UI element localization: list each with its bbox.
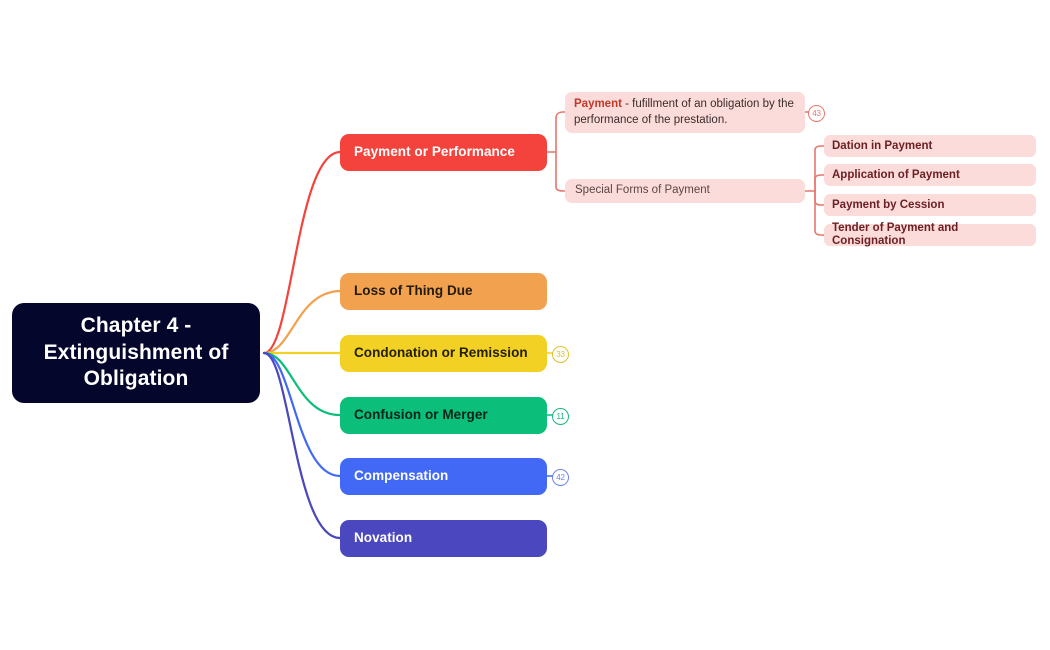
branch-node-label: Compensation <box>354 468 449 484</box>
branch-node-payment-or-performance[interactable]: Payment or Performance <box>340 134 547 171</box>
subnode-payment-definition-term: Payment <box>574 98 622 111</box>
subnode-payment-definition-text: - fufillment of an obligation by the per… <box>574 98 794 126</box>
leafnode-application-of-payment[interactable]: Application of Payment <box>824 164 1036 186</box>
branch-node-compensation[interactable]: Compensation <box>340 458 547 495</box>
edge-root-to-confusion <box>262 351 342 417</box>
branch-node-confusion-or-merger[interactable]: Confusion or Merger <box>340 397 547 434</box>
edge-payment-to-definition <box>546 111 566 153</box>
branch-node-novation[interactable]: Novation <box>340 520 547 557</box>
subnode-payment-definition[interactable]: Payment - fufillment of an obligation by… <box>565 92 805 133</box>
edge-specialforms-to-cession <box>814 190 825 206</box>
edge-root-to-compensation <box>262 351 342 478</box>
leafnode-label: Payment by Cession <box>832 198 945 211</box>
leafnode-payment-by-cession[interactable]: Payment by Cession <box>824 194 1036 216</box>
branch-node-loss-of-thing-due[interactable]: Loss of Thing Due <box>340 273 547 310</box>
branch-node-label: Loss of Thing Due <box>354 283 473 299</box>
branch-node-label: Confusion or Merger <box>354 407 488 423</box>
edge-root-to-loss <box>262 289 342 355</box>
branch-node-label: Payment or Performance <box>354 144 515 160</box>
branch-node-label: Novation <box>354 530 413 546</box>
branch-node-condonation-or-remission[interactable]: Condonation or Remission <box>340 335 547 372</box>
badge-payment-definition[interactable]: 43 <box>808 105 825 122</box>
subnode-special-forms-of-payment[interactable]: Special Forms of Payment <box>565 179 805 203</box>
leafnode-label: Application of Payment <box>832 168 960 181</box>
badge-compensation[interactable]: 42 <box>552 469 569 486</box>
badge-condonation-or-remission[interactable]: 33 <box>552 346 569 363</box>
edge-specialforms-to-tender <box>814 190 825 236</box>
edge-payment-to-special-forms <box>555 151 566 192</box>
leafnode-dation-in-payment[interactable]: Dation in Payment <box>824 135 1036 157</box>
leafnode-label: Tender of Payment and Consignation <box>832 222 959 247</box>
subnode-payment-definition-label: Payment - fufillment of an obligation by… <box>574 97 796 128</box>
badge-count: 43 <box>812 108 821 118</box>
edge-root-to-novation <box>262 351 342 540</box>
branch-node-label: Condonation or Remission <box>354 345 528 361</box>
leafnode-tender-of-payment-and-consignation[interactable]: Tender of Payment and Consignation <box>824 222 1036 247</box>
badge-count: 42 <box>556 472 565 482</box>
edge-specialforms-to-application <box>814 174 825 192</box>
subnode-special-forms-label: Special Forms of Payment <box>575 184 710 197</box>
badge-confusion-or-merger[interactable]: 11 <box>552 408 569 425</box>
root-node[interactable]: Chapter 4 - Extinguishment of Obligation <box>12 303 260 403</box>
root-node-label: Chapter 4 - Extinguishment of Obligation <box>43 314 229 391</box>
leafnode-label: Dation in Payment <box>832 139 933 152</box>
edge-specialforms-to-dation <box>804 145 825 192</box>
badge-count: 33 <box>556 349 565 359</box>
edge-root-to-payment <box>262 150 342 355</box>
badge-count: 11 <box>556 411 565 421</box>
